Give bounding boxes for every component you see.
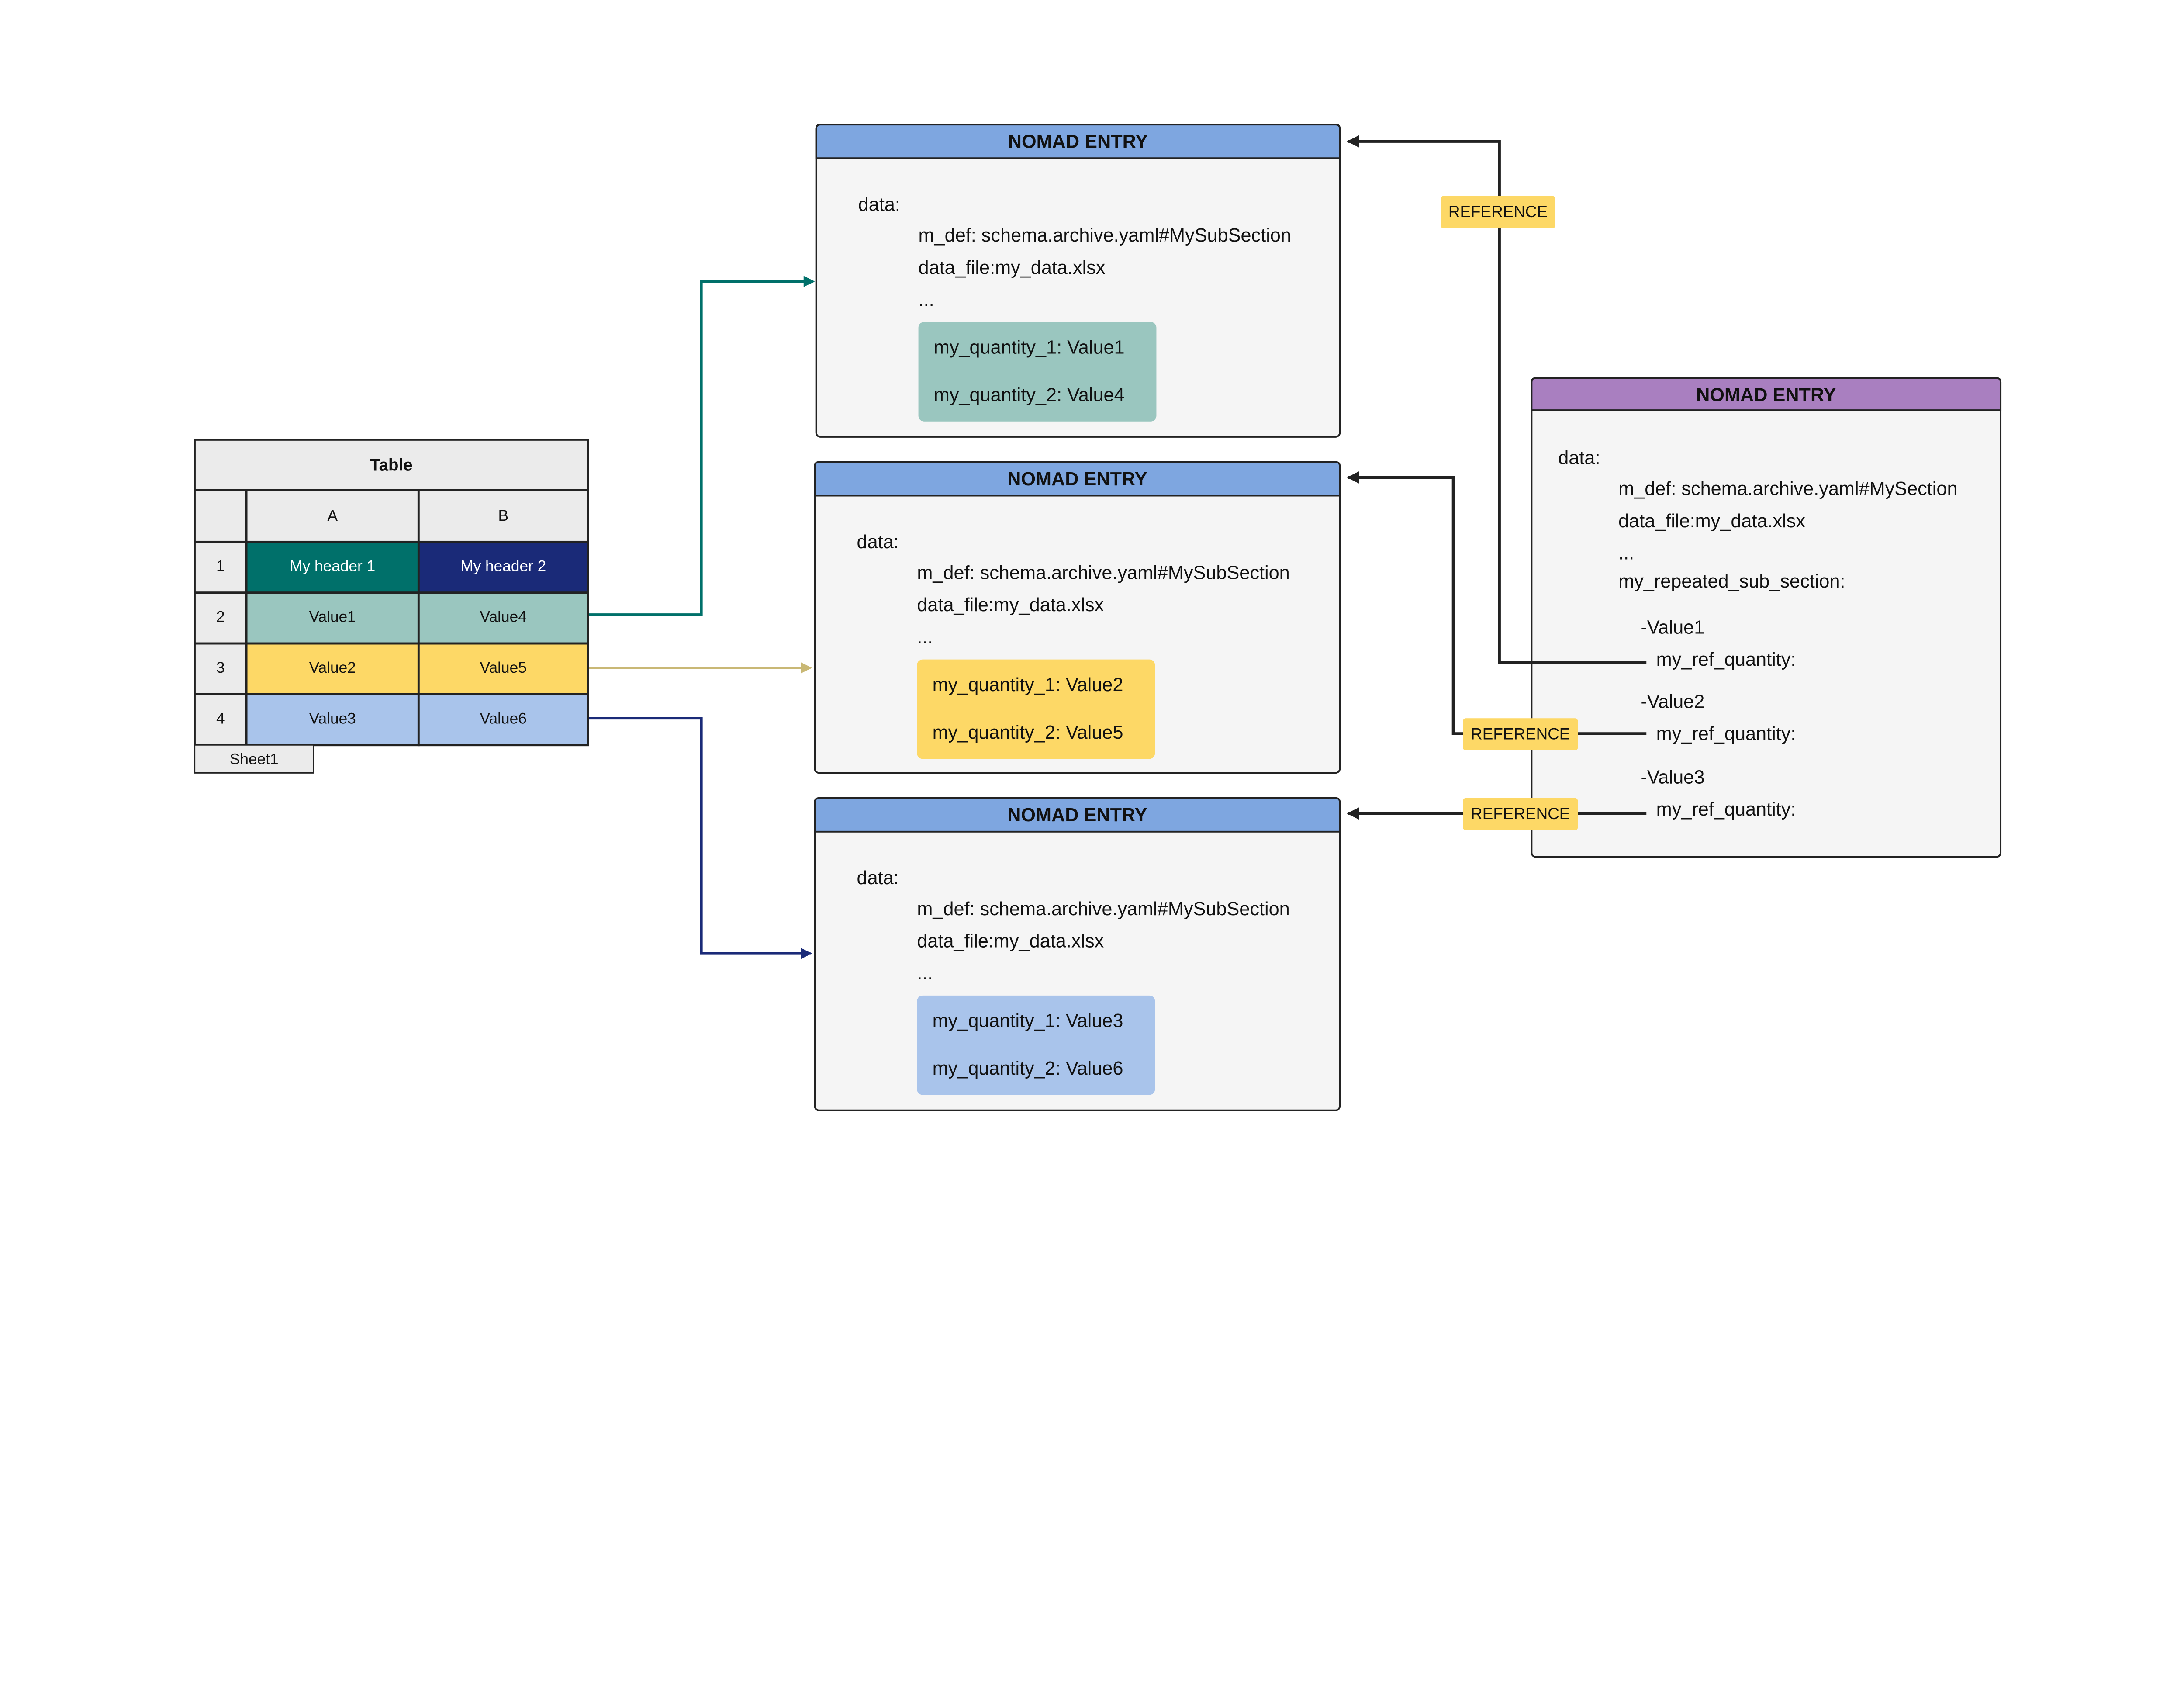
entry-header — [1531, 377, 2002, 412]
table-cell[interactable] — [417, 693, 589, 747]
teal-mapping-arrow — [588, 276, 815, 616]
table-cell-text: Value5 — [480, 659, 527, 676]
row-number: 2 — [216, 609, 225, 626]
m-def-line: m_def: schema.archive.yaml#MySubSection — [917, 563, 1289, 584]
table-cell[interactable] — [417, 642, 589, 695]
table-cell-text: Value4 — [480, 609, 527, 626]
row-number: 4 — [216, 710, 225, 727]
quantity-line: my_quantity_1: Value2 — [933, 674, 1123, 695]
table-cell[interactable] — [417, 540, 589, 594]
entry-title: NOMAD ENTRY — [1008, 131, 1148, 152]
reference-label: REFERENCE — [1471, 805, 1570, 823]
sheet-tab-label: Sheet1 — [230, 751, 279, 768]
reference-badge: REFERENCE — [1441, 196, 1555, 228]
m-def-line: m_def: schema.archive.yaml#MySubSection — [917, 899, 1289, 920]
reference-badge-bg — [1441, 196, 1555, 228]
data-file-line: data_file:my_data.xlsx — [917, 930, 1104, 951]
entry-title: NOMAD ENTRY — [1007, 469, 1147, 490]
table-cell[interactable] — [245, 693, 420, 747]
column-header-label: B — [498, 507, 508, 524]
reference-label: REFERENCE — [1448, 203, 1548, 221]
repeated-item-value: -Value2 — [1641, 691, 1704, 712]
repeated-sub-section-label: my_repeated_sub_section: — [1618, 571, 1845, 592]
table-title: Table — [370, 456, 413, 474]
entry-header — [814, 797, 1341, 833]
column-header-a[interactable] — [245, 489, 420, 543]
ref-quantity-label: my_ref_quantity: — [1656, 799, 1796, 820]
quantity-line: my_quantity_2: Value5 — [933, 722, 1123, 743]
entry-title: NOMAD ENTRY — [1007, 805, 1147, 826]
entry-title: NOMAD ENTRY — [1696, 384, 1836, 405]
table-cell-text: Value1 — [309, 609, 356, 626]
repeated-item-value: -Value3 — [1641, 767, 1704, 788]
quantity-line: my_quantity_1: Value3 — [933, 1010, 1123, 1031]
nomad-entry-1: NOMAD ENTRY data: m_def: schema.archive.ya… — [815, 124, 1341, 438]
entry-body — [1531, 377, 2002, 858]
ellipsis: ... — [917, 963, 933, 984]
nomad-entry-2: NOMAD ENTRY data: m_def: schema.archive.ya… — [814, 461, 1341, 774]
ellipsis: ... — [917, 627, 933, 648]
column-header-label: A — [327, 507, 338, 524]
quantities-highlight — [917, 659, 1155, 759]
sheet-tab[interactable] — [194, 744, 314, 774]
data-label: data: — [858, 194, 900, 215]
table-cell[interactable] — [245, 642, 420, 695]
entry-header — [814, 461, 1341, 497]
row-number: 1 — [216, 557, 225, 574]
row-number: 3 — [216, 659, 225, 676]
reference-badge: REFERENCE — [1463, 718, 1578, 750]
data-file-line: data_file:my_data.xlsx — [1618, 511, 1805, 532]
nomad-entry-3: NOMAD ENTRY data: m_def: schema.archive.ya… — [814, 797, 1341, 1111]
data-file-line: data_file:my_data.xlsx — [917, 595, 1104, 616]
ref-quantity-label: my_ref_quantity: — [1656, 723, 1796, 744]
quantities-highlight — [917, 995, 1155, 1095]
reference-badge-bg — [1463, 718, 1578, 750]
m-def-line: m_def: schema.archive.yaml#MySubSection — [919, 225, 1291, 246]
table-cell[interactable] — [417, 591, 589, 645]
row-header-3[interactable] — [194, 642, 248, 695]
quantities-highlight — [918, 322, 1157, 422]
reference-badge-bg — [1463, 798, 1578, 830]
nomad-entry-main: NOMAD ENTRY data: m_def: schema.archive.ya… — [1531, 377, 2002, 858]
ellipsis: ... — [919, 290, 934, 311]
reference-arrow-1 — [1347, 135, 1647, 664]
quantity-line: my_quantity_1: Value1 — [934, 337, 1125, 358]
data-file-line: data_file:my_data.xlsx — [919, 257, 1106, 278]
entry-header — [815, 124, 1341, 159]
repeated-item-value: -Value1 — [1641, 617, 1704, 638]
table-cell-text: My header 2 — [460, 557, 546, 574]
m-def-line: m_def: schema.archive.yaml#MySection — [1618, 478, 1957, 499]
reference-label: REFERENCE — [1471, 725, 1570, 743]
ellipsis: ... — [1618, 543, 1634, 564]
table-cell-text: Value3 — [309, 710, 356, 727]
ref-quantity-label: my_ref_quantity: — [1656, 649, 1796, 670]
data-label: data: — [857, 868, 899, 889]
table-cell-text: Value6 — [480, 710, 527, 727]
navy-mapping-arrow — [588, 717, 812, 959]
data-label: data: — [857, 532, 899, 553]
reference-badge: REFERENCE — [1463, 798, 1578, 830]
quantity-line: my_quantity_2: Value6 — [933, 1058, 1123, 1079]
data-label: data: — [1558, 448, 1600, 469]
table-cell-text: Value2 — [309, 659, 356, 676]
corner-cell — [194, 489, 248, 543]
quantity-line: my_quantity_2: Value4 — [934, 384, 1125, 405]
table-cell-text: My header 1 — [290, 557, 375, 574]
